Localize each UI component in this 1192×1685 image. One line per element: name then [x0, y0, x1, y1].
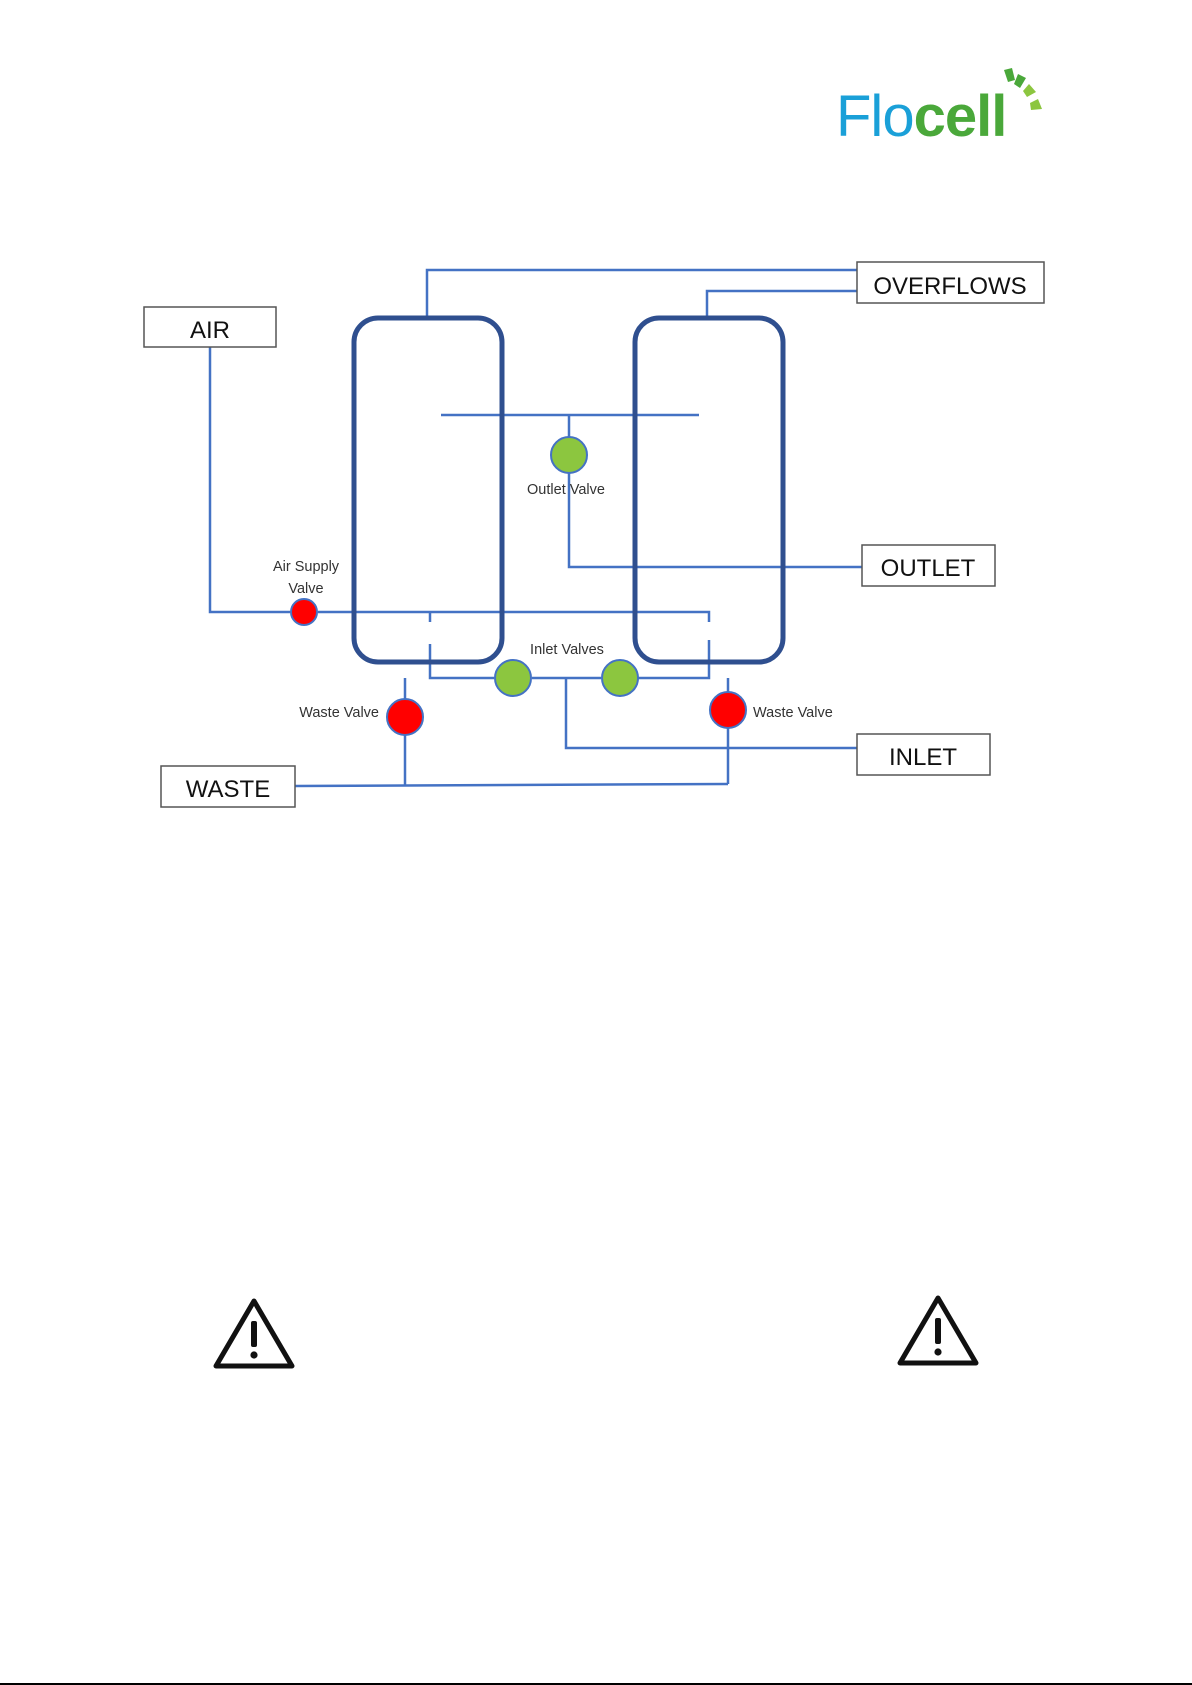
overflows-label: OVERFLOWS — [873, 273, 1026, 300]
overflow-pipe-right — [707, 291, 857, 318]
waste-valve-left-caption: Waste Valve — [299, 705, 379, 721]
inlet-label: INLET — [889, 744, 957, 771]
air-supply-valve-caption-line1: Air Supply — [273, 559, 340, 575]
waste-label: WASTE — [186, 776, 270, 803]
air-supply-valve-caption-line2: Valve — [288, 581, 323, 597]
outlet-valve-caption: Outlet Valve — [527, 482, 605, 498]
inlet-valve-left[interactable] — [495, 660, 531, 696]
overflow-pipe-left — [427, 270, 857, 318]
outlet-label: OUTLET — [881, 555, 976, 582]
air-supply-valve[interactable] — [291, 599, 317, 625]
waste-valve-right-caption: Waste Valve — [753, 705, 833, 721]
air-label: AIR — [190, 317, 230, 344]
waste-pipe — [295, 784, 728, 786]
waste-valve-left[interactable] — [387, 699, 423, 735]
inlet-valve-right[interactable] — [602, 660, 638, 696]
warning-triangle-icon — [896, 1292, 980, 1368]
vessel-left — [354, 318, 502, 662]
inlet-valves-caption: Inlet Valves — [530, 642, 604, 658]
outlet-pipe — [569, 473, 862, 567]
waste-valve-right[interactable] — [710, 692, 746, 728]
air-distribution-pipe — [318, 612, 709, 622]
warning-triangle-icon — [212, 1295, 296, 1371]
vessel-right — [635, 318, 783, 662]
outlet-valve[interactable] — [551, 437, 587, 473]
